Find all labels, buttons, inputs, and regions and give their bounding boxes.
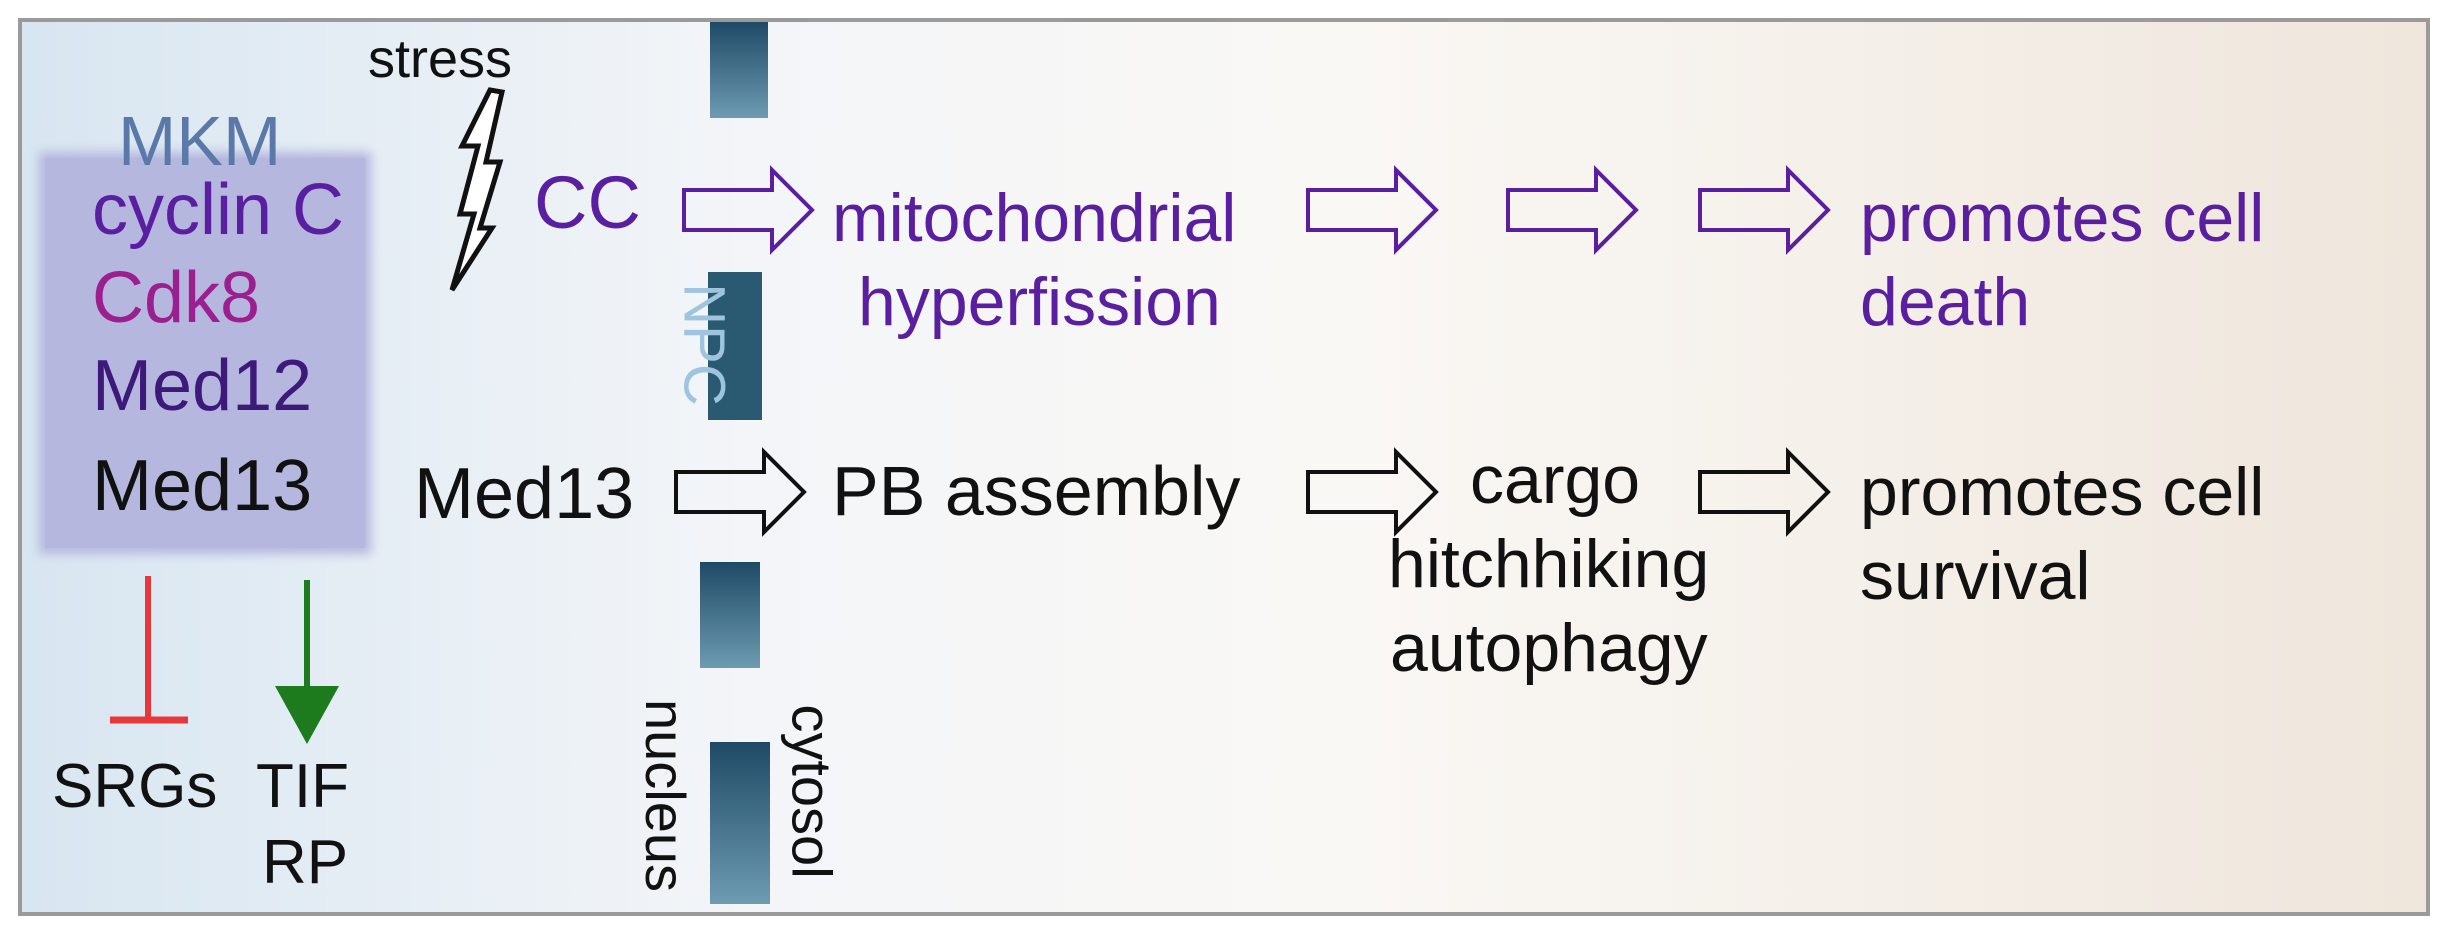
nuclear-envelope-segment-1 [710,22,768,118]
arrow-cargo-to-survival [1698,447,1831,537]
survival-line2: survival [1860,538,2091,614]
diagram-frame [18,18,2430,916]
arrow-med13-to-pb [674,447,807,537]
target-tif: TIF [256,752,349,821]
stress-label: stress [368,29,513,89]
nuclear-envelope-segment-3 [710,742,770,904]
target-srgs: SRGs [52,752,218,821]
cargo-line1: cargo [1470,442,1641,518]
mkm-complex-box [45,158,365,548]
arrow-step3-to-death [1698,165,1831,255]
arrow-pb-to-cargo [1306,447,1439,537]
mkm-med12: Med12 [92,346,313,426]
pb-assembly-label: PB assembly [832,452,1241,530]
cytosol-label: cytosol [780,703,844,879]
mkm-med13: Med13 [92,446,313,526]
med13-label: Med13 [414,454,635,534]
arrow-cc-to-fission [682,165,815,255]
lightning-bolt-icon [449,87,506,292]
cc-label: CC [534,161,641,244]
fission-line2: hyperfission [858,264,1221,340]
cargo-line2: hitchhiking [1388,526,1710,602]
nucleus-label-box: nucleus [634,680,698,910]
mkm-title: MKM [118,102,282,180]
activation-arrowhead [275,686,339,744]
cargo-line3: autophagy [1390,610,1708,686]
nucleus-label: nucleus [634,698,698,892]
nuclear-envelope-segment-2 [700,562,760,668]
survival-line1: promotes cell [1860,454,2265,530]
npc-label: NPC [671,282,737,406]
npc-segment [708,272,762,420]
mkm-cdk8: Cdk8 [92,258,261,338]
mkm-cyclin-c: cyclin C [92,170,345,250]
fission-line1: mitochondrial [832,180,1237,256]
cytosol-label-box: cytosol [780,676,844,906]
arrow-step2-to-step3 [1506,165,1639,255]
death-line1: promotes cell [1860,180,2265,256]
arrow-fission-to-step2 [1306,165,1439,255]
target-rp: RP [262,828,349,897]
death-line2: death [1860,264,2031,340]
